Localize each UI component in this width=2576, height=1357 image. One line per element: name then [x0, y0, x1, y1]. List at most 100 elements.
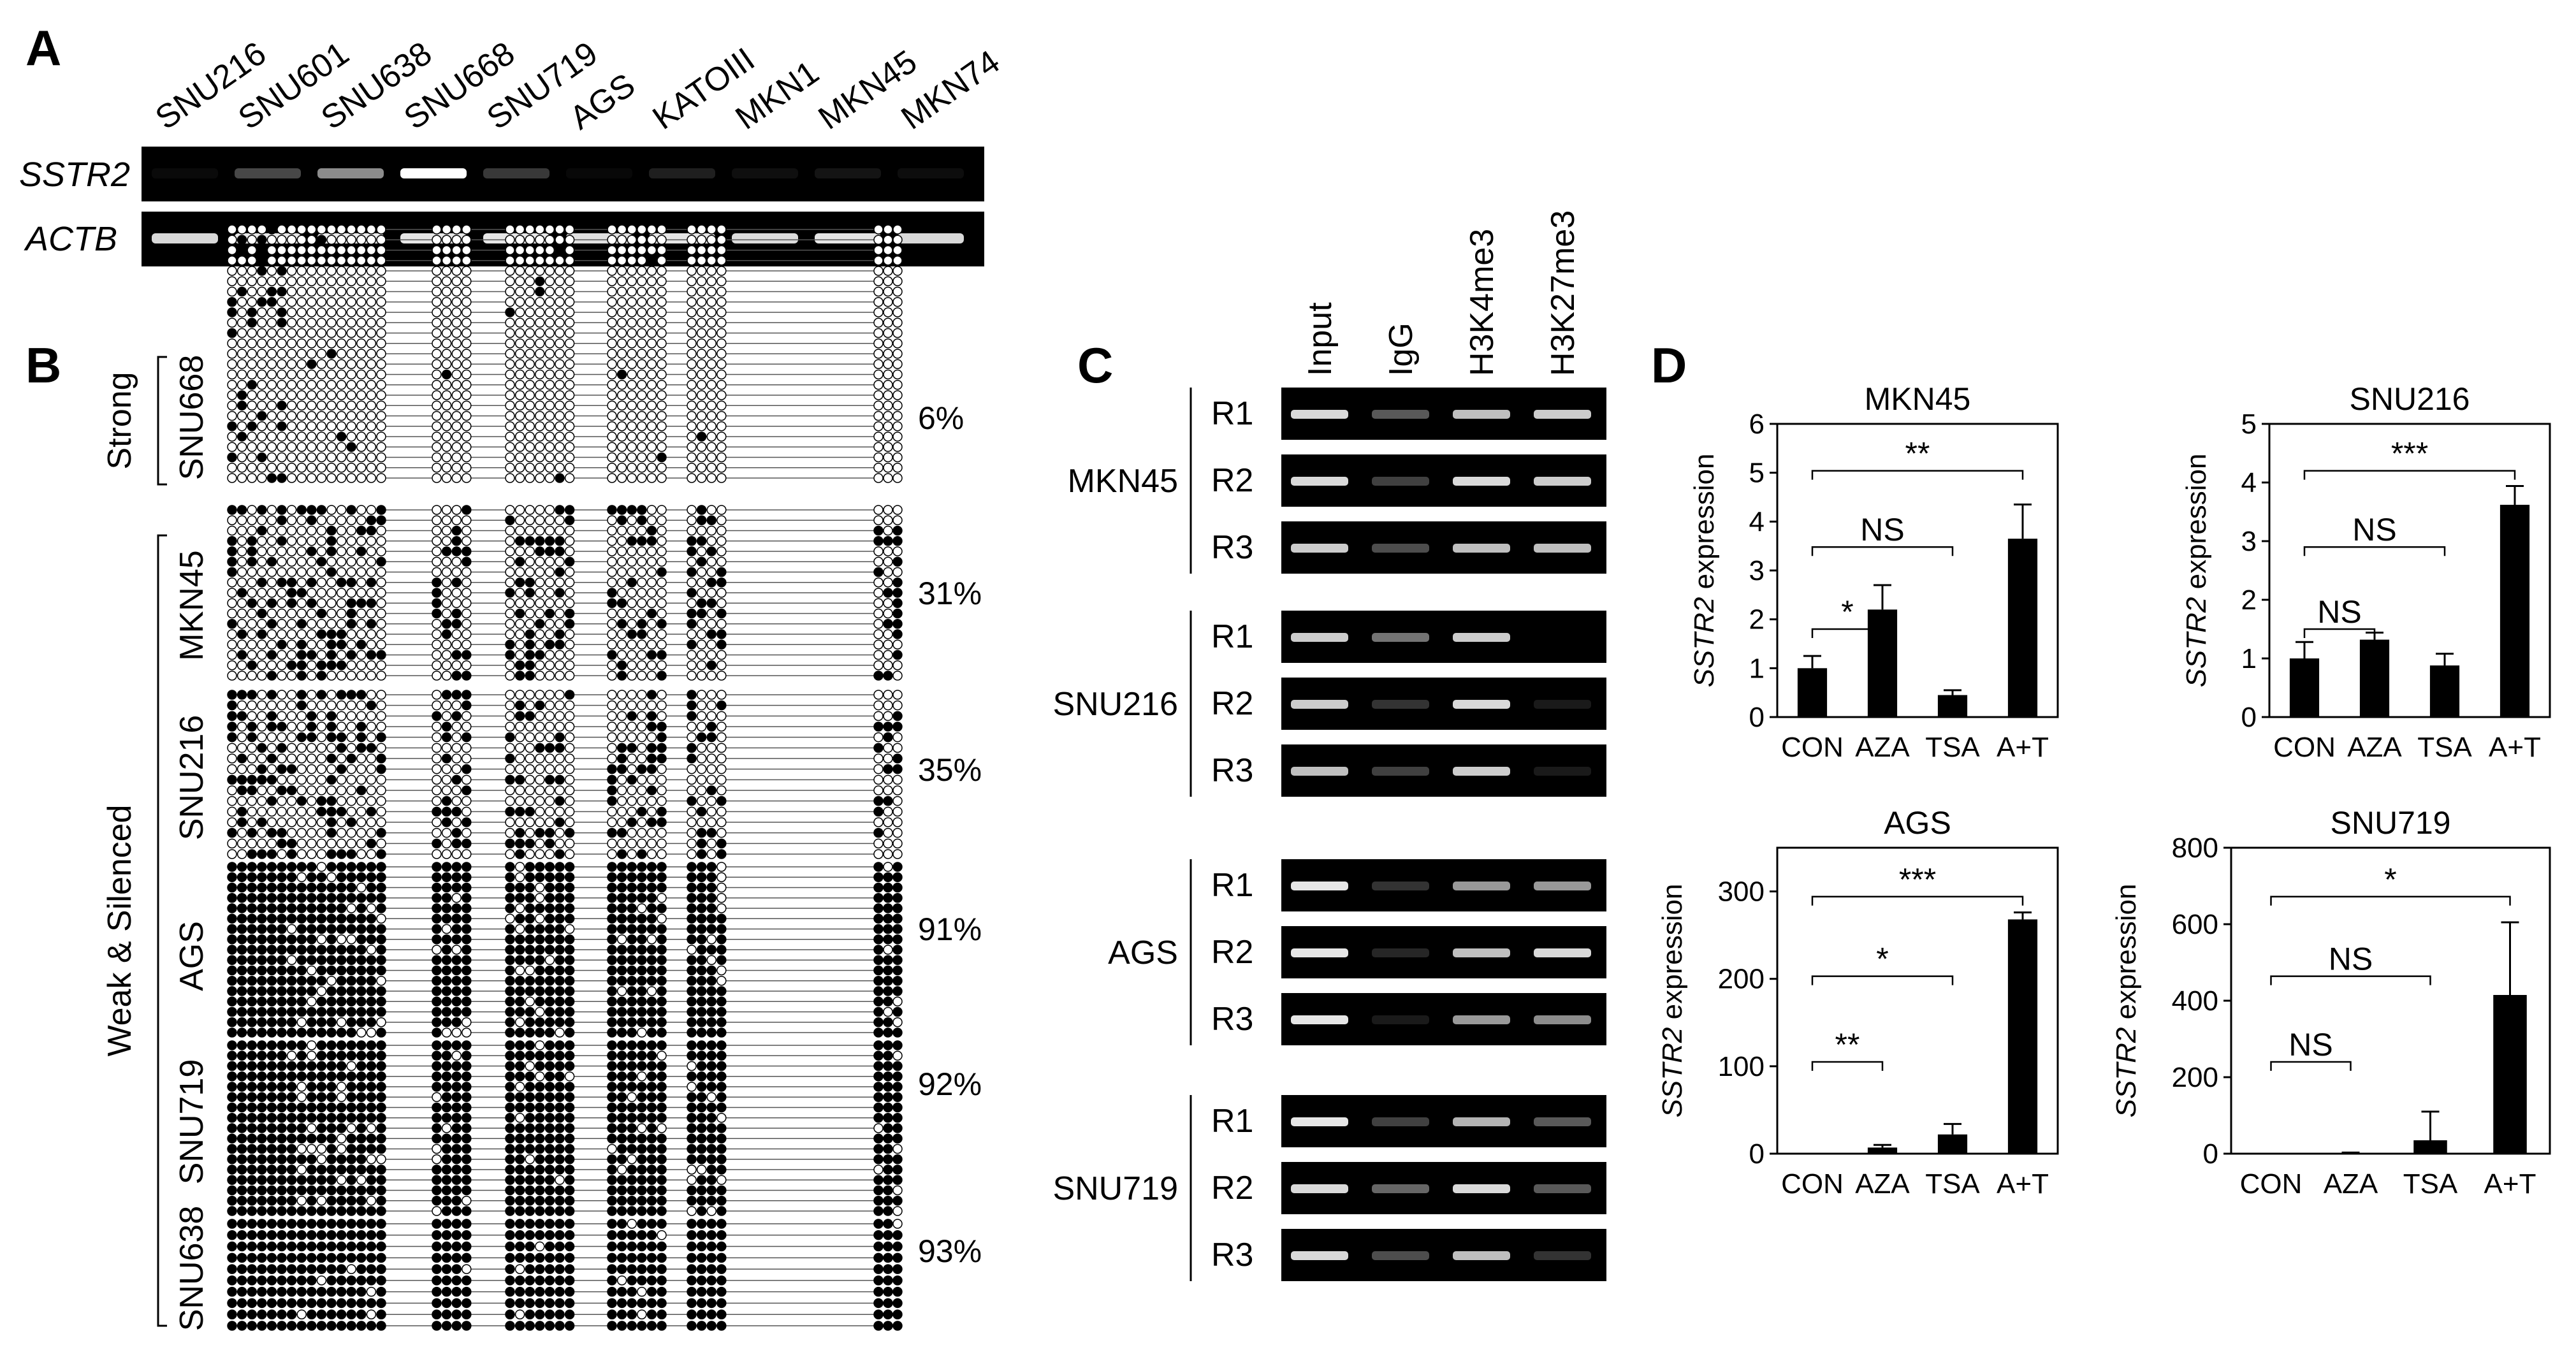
cpg-site — [657, 1165, 667, 1175]
cpg-site — [525, 722, 535, 732]
cpg-site — [296, 525, 307, 536]
cpg-site — [657, 567, 667, 577]
cpg-site — [535, 1061, 545, 1071]
cpg-site — [646, 806, 657, 817]
cpg-site — [296, 1219, 307, 1229]
cpg-site — [706, 235, 717, 245]
cpg-site — [346, 732, 356, 743]
cpg-site — [257, 660, 267, 671]
cpg-site — [266, 629, 277, 639]
cpg-site — [376, 619, 386, 629]
cpg-site — [717, 256, 727, 266]
cpg-site — [286, 349, 297, 359]
cpg-site — [555, 1321, 565, 1331]
cpg-site — [462, 743, 472, 753]
cpg-site — [564, 913, 575, 924]
cpg-site — [316, 536, 327, 546]
cpg-site — [873, 945, 884, 955]
cpg-site — [236, 505, 247, 515]
cpg-site — [326, 753, 337, 764]
cpg-site — [696, 536, 707, 546]
cpg-site — [441, 1165, 452, 1175]
cpg-site — [266, 649, 277, 660]
cpg-site — [247, 1071, 257, 1082]
cpg-site — [892, 359, 903, 369]
cpg-site — [286, 328, 297, 338]
cpg-site — [525, 753, 535, 764]
cpg-site — [555, 463, 565, 473]
y-tick-label: 400 — [2172, 985, 2218, 1017]
cpg-site — [432, 882, 442, 893]
panel-label-c: C — [1077, 337, 1113, 393]
cpg-site — [535, 317, 545, 328]
cpg-site — [376, 1133, 386, 1143]
cpg-site — [607, 546, 617, 556]
chip-band — [1534, 477, 1591, 486]
cpg-site — [687, 400, 697, 410]
cpg-site — [451, 432, 462, 442]
cpg-site — [564, 838, 575, 849]
cpg-site — [564, 629, 575, 639]
cpg-site — [505, 817, 515, 827]
cpg-site — [607, 753, 617, 764]
sstr2-band — [566, 168, 632, 178]
cpg-site — [277, 1154, 287, 1165]
cpg-site — [326, 473, 337, 483]
cpg-site — [236, 307, 247, 317]
cpg-site — [462, 764, 472, 774]
cell-line-label: SNU638 — [173, 1206, 210, 1332]
cpg-site — [555, 359, 565, 369]
cpg-site — [525, 1050, 535, 1061]
cpg-site — [627, 1241, 637, 1252]
cpg-site — [366, 753, 377, 764]
cpg-site — [326, 1102, 337, 1113]
cpg-site — [607, 924, 617, 934]
cpg-site — [514, 671, 525, 681]
cpg-site — [286, 629, 297, 639]
cpg-site — [657, 317, 667, 328]
cpg-site — [376, 276, 386, 286]
cpg-site — [873, 245, 884, 256]
cpg-site — [247, 660, 257, 671]
cpg-site — [706, 795, 717, 806]
cpg-site — [535, 359, 545, 369]
cpg-site — [883, 359, 893, 369]
x-tick-label: AZA — [1855, 732, 1910, 763]
cpg-site — [346, 1196, 356, 1206]
cpg-site — [717, 473, 727, 483]
cpg-site — [296, 1241, 307, 1252]
cpg-site — [627, 256, 637, 266]
cpg-site — [366, 297, 377, 307]
cpg-site — [535, 380, 545, 390]
cpg-site — [356, 1133, 367, 1143]
cpg-site — [525, 629, 535, 639]
cpg-site — [356, 1017, 367, 1027]
cpg-site — [505, 1321, 515, 1331]
cpg-site — [607, 577, 617, 588]
cpg-site — [616, 924, 627, 934]
cpg-site — [892, 1082, 903, 1092]
cpg-site — [307, 442, 317, 452]
cpg-site — [432, 1241, 442, 1252]
cpg-site — [257, 827, 267, 838]
cpg-site — [883, 700, 893, 711]
cpg-site — [257, 1092, 267, 1102]
cpg-site — [307, 473, 317, 483]
chip-band — [1453, 948, 1510, 957]
cpg-site — [883, 817, 893, 827]
cpg-site — [627, 700, 637, 711]
cpg-site — [514, 903, 525, 913]
cpg-site — [451, 1309, 462, 1319]
cpg-site — [326, 774, 337, 785]
cpg-site — [555, 1143, 565, 1154]
cpg-site — [356, 743, 367, 753]
cpg-site — [366, 390, 377, 400]
cpg-site — [376, 1264, 386, 1274]
cpg-site — [514, 996, 525, 1006]
cpg-site — [257, 410, 267, 421]
cpg-site — [316, 349, 327, 359]
cpg-site — [336, 1206, 347, 1216]
cpg-site — [873, 1123, 884, 1133]
cpg-site — [637, 598, 647, 608]
cpg-site — [892, 806, 903, 817]
